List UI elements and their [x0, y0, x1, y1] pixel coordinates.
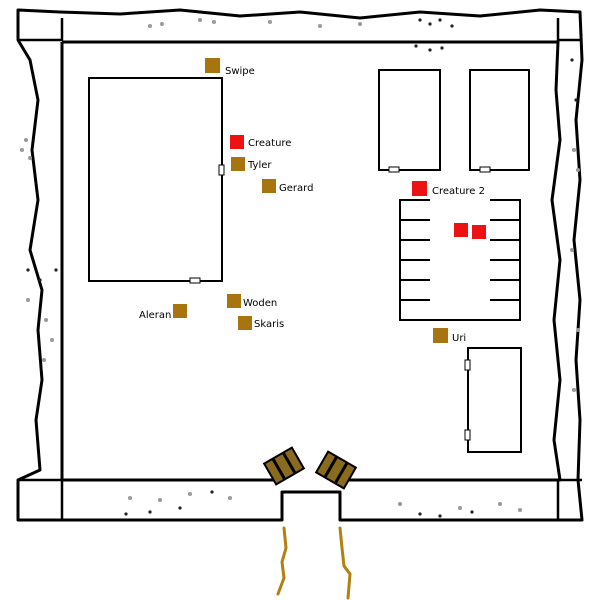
main-gate[interactable]	[262, 446, 358, 490]
token-label: Gerard	[279, 183, 313, 194]
hut-north-west	[378, 69, 441, 171]
corner-towers	[18, 18, 582, 520]
great-hall	[88, 77, 223, 282]
stable	[399, 199, 521, 321]
token-tyler[interactable]: Tyler	[231, 157, 272, 171]
token-label: Tyler	[247, 160, 272, 171]
buildings	[88, 69, 530, 453]
token-label: Aleran	[139, 310, 171, 321]
token-aleran[interactable]: Aleran	[139, 304, 187, 321]
token-woden[interactable]: Woden	[227, 294, 277, 309]
token-uri[interactable]: Uri	[433, 328, 466, 344]
tokens: Swipe Creature Tyler Gerard Creature 2 A…	[139, 58, 486, 344]
door-hall-east	[218, 164, 225, 176]
door-hut-nw	[388, 166, 400, 173]
door-hall-south	[189, 277, 201, 284]
road-trail	[276, 526, 352, 600]
door-store-top	[464, 359, 471, 371]
door-hut-ne	[479, 166, 491, 173]
token-creature[interactable]: Creature	[230, 135, 291, 149]
token-label: Woden	[243, 298, 277, 309]
token-enemy-b[interactable]	[472, 225, 486, 239]
token-enemy-a[interactable]	[454, 223, 468, 237]
token-creature-2[interactable]: Creature 2	[412, 181, 485, 197]
token-gerard[interactable]: Gerard	[262, 179, 313, 194]
gate-door-left[interactable]	[262, 446, 306, 486]
storehouse-south	[467, 347, 522, 453]
wall-rubble	[20, 18, 580, 518]
token-label: Uri	[452, 333, 466, 344]
building-doors	[189, 164, 491, 441]
gate-door-right[interactable]	[314, 450, 358, 490]
token-label: Creature	[248, 138, 291, 149]
hut-north-east	[469, 69, 530, 171]
token-skaris[interactable]: Skaris	[238, 316, 284, 330]
token-label: Creature 2	[432, 186, 485, 197]
token-label: Swipe	[225, 66, 255, 77]
door-store-bottom	[464, 429, 471, 441]
token-swipe[interactable]: Swipe	[205, 58, 255, 77]
token-label: Skaris	[254, 319, 284, 330]
